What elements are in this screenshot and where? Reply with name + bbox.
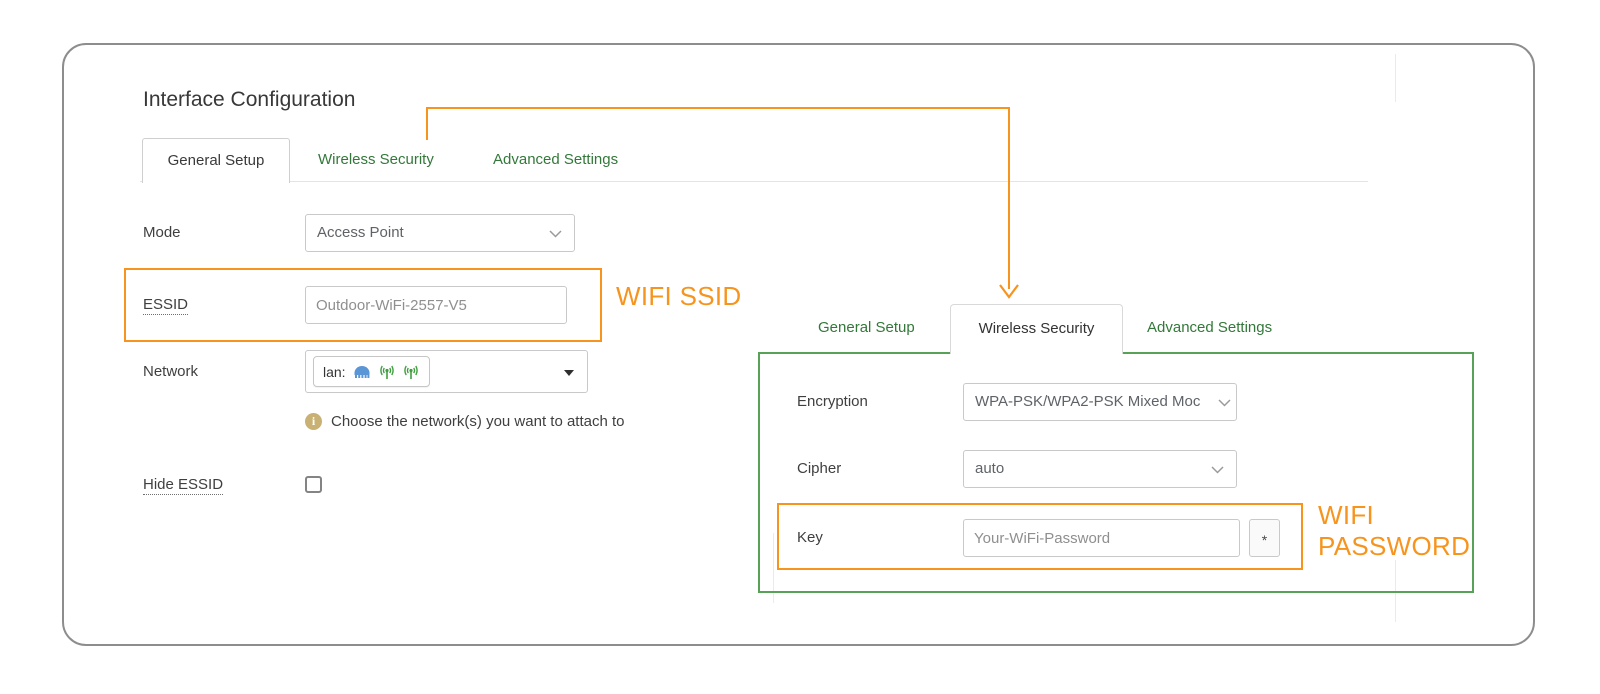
bridge-icon: [354, 366, 370, 378]
essid-label: ESSID: [143, 296, 189, 315]
network-label: Network: [143, 363, 199, 380]
network-help-text: Choose the network(s) you want to attach…: [331, 413, 625, 430]
wifi-password-annotation: WIFI PASSWORD: [1318, 500, 1470, 562]
key-label: Key: [797, 529, 823, 546]
wifi-signal-icon: [403, 365, 418, 379]
tab-general-setup-right[interactable]: General Setup: [818, 319, 915, 336]
wifi-ssid-annotation: WIFI SSID: [616, 281, 742, 311]
dropdown-arrow-icon: [564, 370, 574, 376]
encryption-select[interactable]: WPA-PSK/WPA2-PSK Mixed Moc: [963, 383, 1237, 421]
tab-advanced-settings-left[interactable]: Advanced Settings: [493, 151, 619, 168]
network-chip-lan: lan:: [313, 356, 430, 387]
chevron-down-icon: [549, 230, 562, 238]
reveal-password-button[interactable]: *: [1249, 519, 1280, 557]
panel-card: [62, 43, 1535, 646]
wifi-password-annotation-line2: PASSWORD: [1318, 531, 1471, 561]
network-chip-label: lan:: [323, 363, 346, 380]
network-select[interactable]: lan:: [305, 350, 588, 393]
connector-line: [426, 107, 1010, 109]
screenshot-edge-line: [1395, 54, 1396, 102]
connector-line: [1008, 107, 1010, 289]
wifi-password-annotation-line1: WIFI: [1318, 500, 1375, 530]
cipher-label: Cipher: [797, 460, 842, 477]
connector-line: [426, 107, 428, 140]
tab-wireless-security-right[interactable]: Wireless Security: [950, 304, 1123, 354]
chevron-down-icon: [1218, 399, 1231, 407]
cipher-select[interactable]: auto: [963, 450, 1237, 488]
cipher-select-value: auto: [975, 460, 1005, 477]
arrow-down-icon: [999, 284, 1019, 299]
chevron-down-icon: [1211, 466, 1224, 474]
mode-label: Mode: [143, 224, 181, 241]
page-title: Interface Configuration: [143, 88, 356, 111]
mode-select-value: Access Point: [317, 224, 404, 241]
mode-select[interactable]: Access Point: [305, 214, 575, 252]
essid-input[interactable]: [305, 286, 567, 324]
hide-essid-checkbox[interactable]: [305, 476, 322, 493]
essid-highlight-rect: [124, 268, 602, 342]
key-highlight-rect: [777, 503, 1303, 570]
key-input[interactable]: [963, 519, 1240, 557]
tabbar-divider: [140, 181, 1368, 182]
hide-essid-label: Hide ESSID: [143, 476, 224, 495]
tab-general-setup-left[interactable]: General Setup: [142, 138, 290, 183]
tab-wireless-security-left[interactable]: Wireless Security: [318, 151, 434, 168]
screenshot-edge-line: [773, 533, 774, 603]
info-icon: i: [305, 413, 322, 430]
wifi-signal-icon: [379, 365, 394, 379]
encryption-label: Encryption: [797, 393, 868, 410]
encryption-select-value: WPA-PSK/WPA2-PSK Mixed Moc: [975, 393, 1201, 410]
tab-advanced-settings-right[interactable]: Advanced Settings: [1147, 319, 1273, 336]
